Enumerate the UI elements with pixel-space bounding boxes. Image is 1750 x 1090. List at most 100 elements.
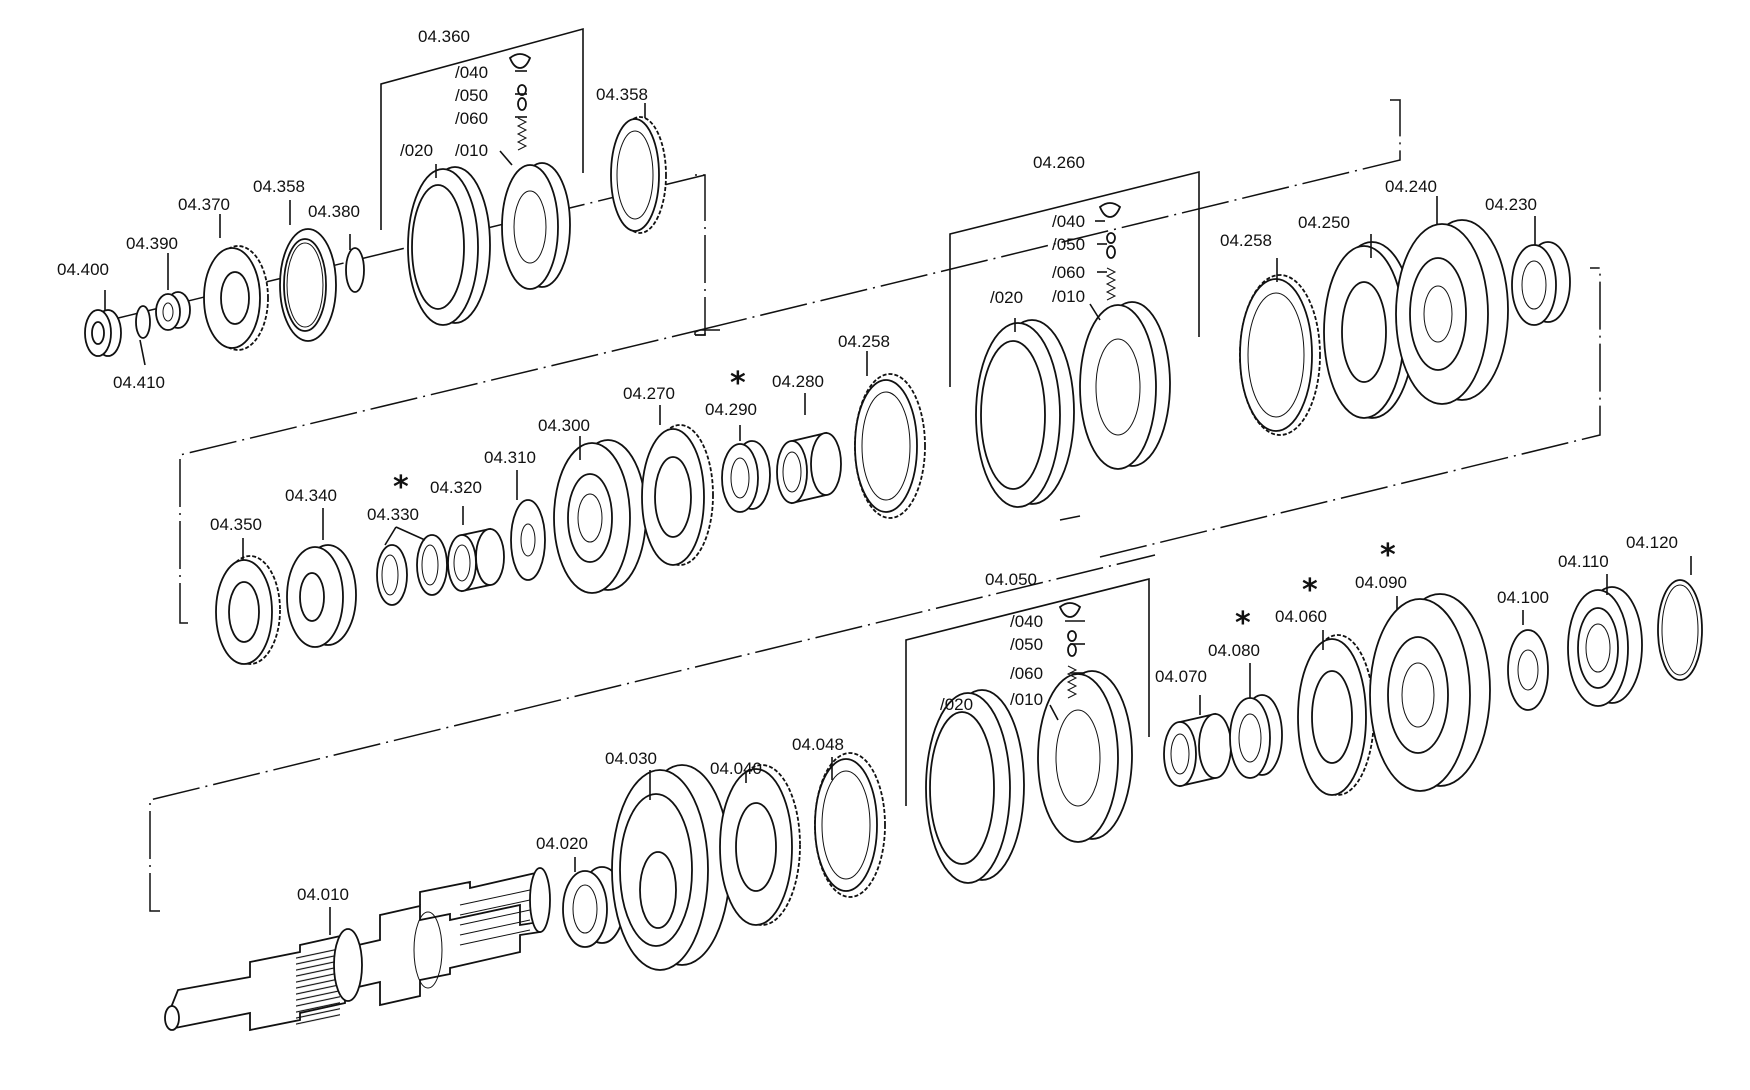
label-04260-010: /010 — [1052, 287, 1085, 306]
label-04360-040: /040 — [455, 63, 488, 82]
part-04230-needle-bearing — [1511, 241, 1571, 326]
part-04240-gear — [1395, 219, 1509, 405]
part-04280-bushing — [776, 431, 842, 505]
label-04370: 04.370 — [178, 195, 230, 214]
label-04260-040: /040 — [1052, 212, 1085, 231]
label-04110: 04.110 — [1558, 552, 1609, 571]
part-04260-hub — [1079, 301, 1171, 470]
part-04060-ring — [1297, 634, 1375, 796]
part-04070-bushing — [1163, 712, 1232, 788]
label-04080: 04.080 — [1208, 641, 1260, 660]
part-04100-washer — [1507, 629, 1549, 711]
label-04230: 04.230 — [1485, 195, 1537, 214]
asterisk-04290: * — [730, 366, 746, 401]
part-04110-ball-bearing — [1567, 586, 1643, 707]
part-04358-ring-right — [610, 116, 667, 234]
part-04358-ring-left — [279, 228, 337, 342]
part-04030-gear — [611, 764, 731, 971]
label-04360-020: /020 — [400, 141, 433, 160]
part-04300-gear — [553, 439, 647, 594]
part-04090-gear — [1369, 593, 1491, 792]
label-04358-right: 04.358 — [596, 85, 648, 104]
part-04290-needle-bearing — [721, 440, 771, 513]
part-04050-hub — [1037, 670, 1133, 843]
part-04320-bushing — [447, 527, 505, 593]
label-04040: 04.040 — [710, 759, 762, 778]
part-04050-sleeve — [925, 689, 1025, 884]
label-04100: 04.100 — [1497, 588, 1549, 607]
part-04020-needle-bearing — [562, 866, 625, 948]
group-bracket-04360 — [380, 27, 584, 230]
part-04250-ring — [1323, 241, 1415, 419]
label-04340: 04.340 — [285, 486, 337, 505]
part-04340-gear — [286, 544, 357, 648]
asterisk-markers: * * * * * — [393, 366, 1396, 641]
label-04260-060: /060 — [1052, 263, 1085, 282]
label-04258-middle: 04.258 — [838, 332, 890, 351]
part-04080-needle-bearing — [1229, 694, 1283, 779]
part-04260-detent — [1098, 202, 1122, 301]
part-04270-gear — [641, 424, 714, 566]
part-04258-ring-upper — [1239, 274, 1321, 436]
label-04400: 04.400 — [57, 260, 109, 279]
label-04260-050: /050 — [1052, 235, 1085, 254]
part-04040-ring — [719, 764, 801, 926]
label-04048: 04.048 — [792, 735, 844, 754]
part-04360-sleeve — [407, 166, 491, 326]
label-04050-040: /040 — [1010, 612, 1043, 631]
label-04310: 04.310 — [484, 448, 536, 467]
part-labels: 04.360 /040 /050 /060 /020 /010 04.358 0… — [57, 27, 1678, 904]
part-04400-bearing — [84, 309, 122, 357]
label-04050-060: /060 — [1010, 664, 1043, 683]
label-04120: 04.120 — [1626, 533, 1678, 552]
part-04390-bushing — [155, 291, 191, 331]
label-04258-upper: 04.258 — [1220, 231, 1272, 250]
label-04010: 04.010 — [297, 885, 349, 904]
label-04260: 04.260 — [1033, 153, 1085, 172]
part-04050-detent — [1058, 602, 1082, 699]
label-04050-020: /020 — [940, 695, 973, 714]
asterisk-04080: * — [1235, 606, 1251, 641]
label-04060: 04.060 — [1275, 607, 1327, 626]
part-04360-hub — [501, 162, 571, 290]
label-04030: 04.030 — [605, 749, 657, 768]
part-04370-gear — [203, 245, 269, 351]
label-04290: 04.290 — [705, 400, 757, 419]
label-04050-050: /050 — [1010, 635, 1043, 654]
label-04260-020: /020 — [990, 288, 1023, 307]
label-04360: 04.360 — [418, 27, 470, 46]
label-04360-060: /060 — [455, 109, 488, 128]
label-04358-left: 04.358 — [253, 177, 305, 196]
label-04090: 04.090 — [1355, 573, 1407, 592]
part-04350-gear — [215, 555, 281, 665]
leader-lines — [104, 70, 1692, 935]
asterisk-04060: * — [1302, 573, 1318, 608]
label-04240: 04.240 — [1385, 177, 1437, 196]
label-04020: 04.020 — [536, 834, 588, 853]
label-04360-010: /010 — [455, 141, 488, 160]
part-04010-mainshaft — [164, 867, 551, 1032]
label-04250: 04.250 — [1298, 213, 1350, 232]
label-04360-050: /050 — [455, 86, 488, 105]
part-04260-sleeve — [975, 319, 1075, 508]
asterisk-04330: * — [393, 470, 409, 505]
part-04410-circlip — [135, 305, 151, 339]
label-04050-010: /010 — [1010, 690, 1043, 709]
label-04350: 04.350 — [210, 515, 262, 534]
part-04048-ring — [814, 752, 886, 898]
part-04310-washer — [510, 499, 546, 581]
part-04380-snap-ring — [345, 247, 365, 293]
group-bracket-04260 — [949, 170, 1200, 387]
label-04410: 04.410 — [113, 373, 165, 392]
part-04258-ring-middle — [854, 373, 926, 519]
label-04270: 04.270 — [623, 384, 675, 403]
label-04320: 04.320 — [430, 478, 482, 497]
part-04330-needle-bearings — [376, 534, 448, 606]
group-bracket-04050 — [905, 577, 1150, 806]
label-04070: 04.070 — [1155, 667, 1207, 686]
label-04050: 04.050 — [985, 570, 1037, 589]
label-04390: 04.390 — [126, 234, 178, 253]
label-04280: 04.280 — [772, 372, 824, 391]
label-04330: 04.330 — [367, 505, 419, 524]
